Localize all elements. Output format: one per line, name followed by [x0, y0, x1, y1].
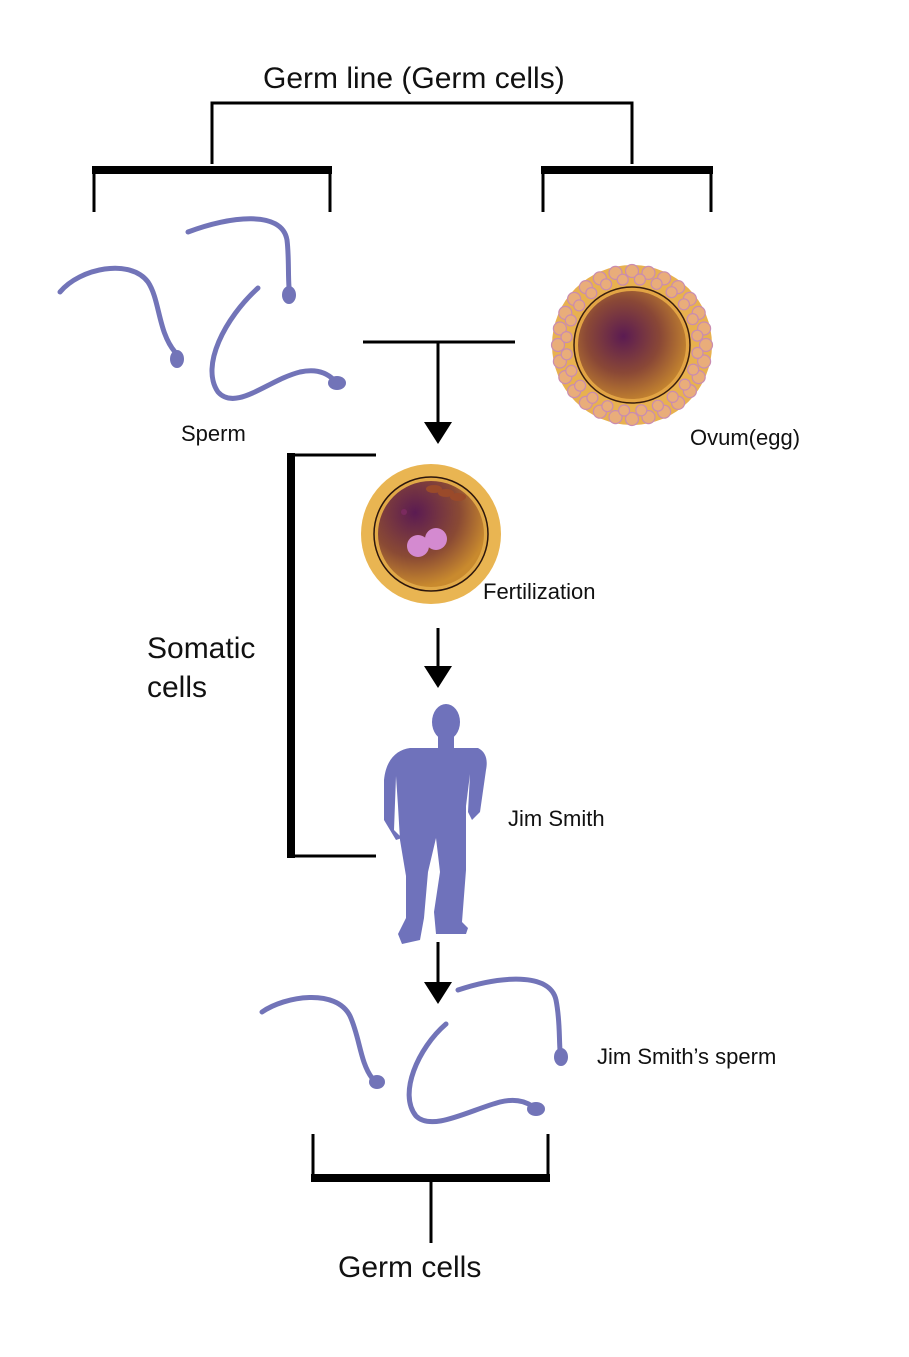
sperm-cell	[209, 285, 346, 401]
sperm-cell	[185, 216, 296, 304]
bottom-germcells-label: Germ cells	[338, 1251, 482, 1284]
sperm-label: Sperm	[181, 421, 246, 446]
ovum-label: Ovum(egg)	[690, 425, 801, 450]
follicle-cell	[641, 265, 656, 280]
somatic-label-line1: Somatic	[147, 632, 256, 665]
pronuclei	[407, 528, 447, 557]
follicle-cell	[560, 348, 573, 361]
follicle-cell	[550, 337, 566, 353]
follicle-cell	[696, 354, 712, 369]
follicle-cell	[686, 313, 699, 326]
follicle-cell	[601, 400, 614, 413]
sperm-cell	[455, 976, 568, 1066]
diagram-title: Germ line (Germ cells)	[263, 62, 565, 95]
sperm-cells-bottom	[259, 976, 568, 1125]
follicle-cell	[624, 263, 640, 279]
follicle-cell	[633, 273, 647, 286]
follicle-cell	[666, 390, 679, 403]
follicle-cell	[650, 277, 663, 290]
fertilization-connector	[363, 340, 515, 444]
development-arrow	[424, 628, 452, 688]
zygote-cell	[361, 464, 501, 604]
follicle-cell	[586, 391, 599, 404]
somatic-label-line2: cells	[147, 671, 208, 704]
follicle-cell	[599, 278, 613, 291]
somatic-bracket	[287, 453, 376, 858]
sperm-cell	[406, 1021, 545, 1125]
follicle-cell	[678, 378, 691, 391]
follicle-cell	[691, 346, 704, 359]
person-label: Jim Smith	[508, 806, 605, 831]
follicle-cell	[552, 321, 568, 336]
follicle-cell	[573, 299, 586, 312]
sperm-cells-top	[57, 216, 346, 401]
fertilization-label: Fertilization	[483, 579, 596, 604]
sperm-cell	[259, 995, 385, 1089]
follicle-cell	[560, 331, 573, 344]
ovum-cell	[550, 263, 714, 427]
follicle-cell	[564, 314, 577, 327]
follicle-cell	[616, 273, 629, 286]
follicle-cell	[651, 399, 665, 412]
follicle-cell	[691, 329, 704, 342]
germline-arrow	[424, 942, 452, 1004]
follicle-cell	[635, 404, 648, 417]
sperm-cell	[57, 265, 184, 368]
follicle-cell	[617, 404, 631, 417]
follicle-cell	[665, 286, 678, 299]
follicle-cell	[624, 411, 640, 427]
follicle-cell	[573, 379, 587, 392]
person-sperm-label: Jim Smith’s sperm	[597, 1044, 777, 1069]
person-silhouette	[384, 704, 487, 944]
follicle-cell	[687, 363, 700, 376]
follicle-cell	[698, 337, 714, 353]
follicle-cell	[565, 364, 578, 377]
ovum-follicle-cells	[550, 263, 714, 427]
bottom-germcells-bracket	[311, 1134, 550, 1243]
follicle-cell	[585, 287, 598, 300]
follicle-cell	[677, 298, 691, 311]
follicle-cell	[608, 410, 623, 425]
top-germline-bracket	[92, 101, 713, 212]
